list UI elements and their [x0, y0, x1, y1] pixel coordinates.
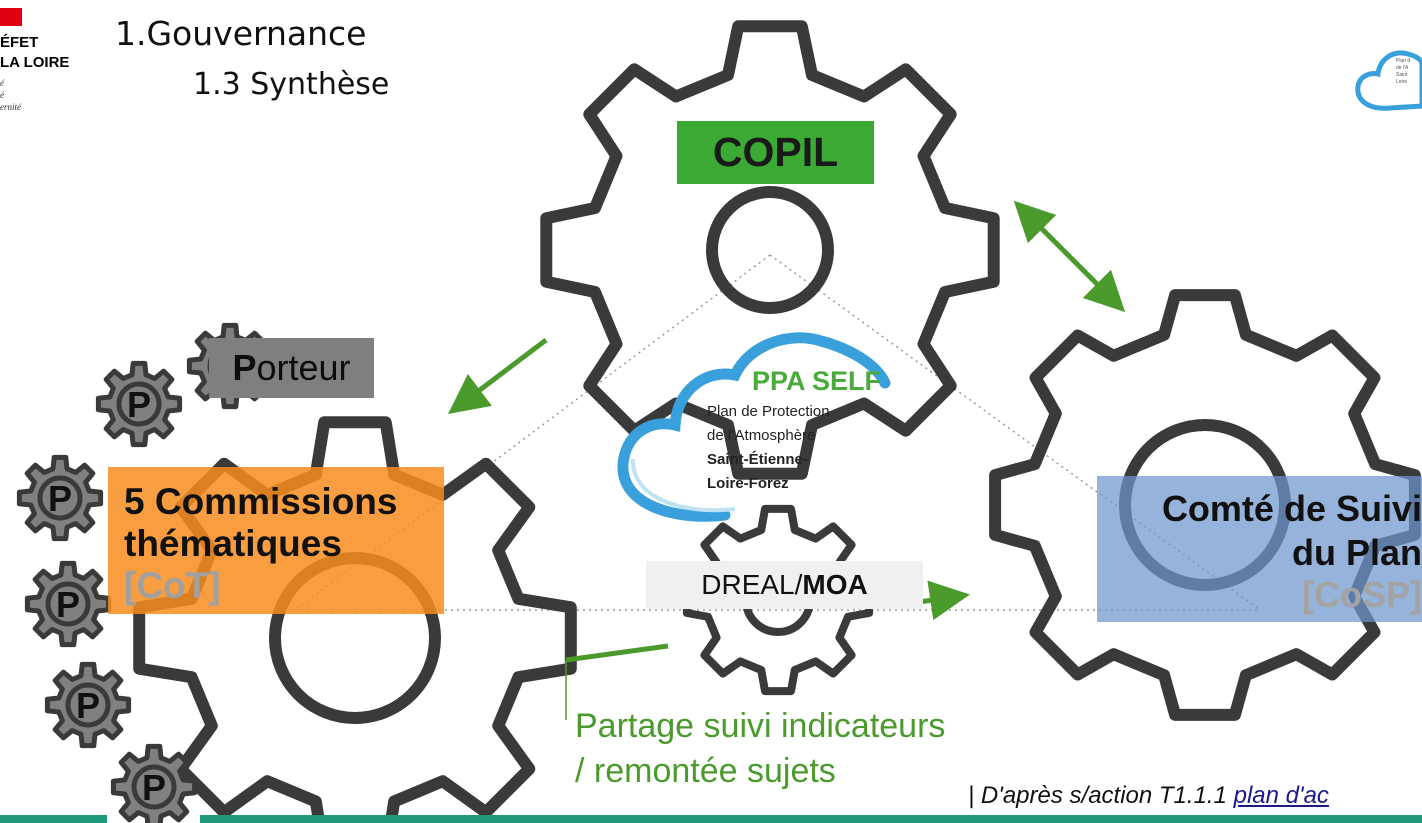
- prefecture-logo-line-2: LA LOIRE: [0, 54, 70, 71]
- ppa-line-2: de l’Atmosphère: [707, 427, 816, 444]
- porteur-gear-label: P: [76, 685, 100, 726]
- commissions-line-1: 5 Commissions: [124, 481, 398, 522]
- ppa-small-logo-line-2: de l'A: [1396, 65, 1409, 71]
- porteur-p-gear-icon-4-hole: [65, 682, 111, 728]
- ppa-line-1: Plan de Protection: [707, 403, 830, 420]
- porteur-gear-label: P: [56, 584, 80, 625]
- porteur-p-gear-icon-1-hole: [116, 381, 162, 427]
- bottom-bar-right: [200, 815, 1422, 823]
- copil-label: COPIL: [677, 121, 874, 184]
- commissions-acronym: [CoT]: [124, 565, 221, 606]
- prefecture-logo-line-1: ÉFET: [0, 34, 39, 51]
- porteur-p-gear-icon-3-hole: [45, 581, 91, 627]
- copil-gear-icon: [540, 20, 1000, 480]
- source-prefix: | D'après s/action T1.1.1: [968, 782, 1234, 809]
- porteur-p-gear-icon-4: P: [44, 661, 132, 749]
- porteur-gear-label: P: [48, 478, 72, 519]
- dreal-moa-label: DREAL/MOA: [646, 561, 923, 609]
- porteur-p-gear-icon-5: P: [110, 743, 198, 823]
- porteur-p-gear-icon-1: P: [95, 360, 183, 448]
- porteur-initial: P: [232, 347, 257, 388]
- porteur-p-gear-icon-2: P: [16, 454, 104, 542]
- comite-acronym: [CoSP]: [1302, 574, 1422, 615]
- porteur-p-gear-icon-3: P: [24, 560, 112, 648]
- source-note: | D'après s/action T1.1.1 plan d'ac: [968, 782, 1329, 810]
- ppa-small-logo-line-3: Saint: [1396, 72, 1408, 78]
- porteur-p-gear-icon-2-body: [16, 454, 104, 542]
- porteur-p-gear-icon-2-hole: [37, 475, 83, 521]
- prefecture-flag-icon: [0, 8, 22, 26]
- comite-line-2: du Plan: [1291, 532, 1422, 573]
- comite-line-1: Comté de Suivi: [1161, 488, 1422, 529]
- commissions-label: 5 Commissions thématiques [CoT]: [108, 467, 444, 614]
- cosp-gear-icon-body: [989, 289, 1421, 721]
- comite-suivi-label: Comté de Suivi du Plan [CoSP]: [1097, 476, 1422, 622]
- porteur-p-gear-icon-3-body: [24, 560, 112, 648]
- page-title: 1.Gouvernance: [115, 14, 367, 53]
- arrow-copil-to-commissions: [448, 338, 548, 415]
- ppa-small-logo-line-4: Loire: [1396, 79, 1408, 85]
- prefecture-motto-2: é: [0, 90, 4, 100]
- feedback-line: [565, 643, 669, 663]
- copil-gear-icon-hole: [706, 186, 834, 314]
- porteur-rest: orteur: [256, 347, 351, 388]
- ppa-title: PPA SELF: [752, 366, 882, 396]
- bottom-bar-left: [0, 815, 107, 823]
- dreal-moa-bold: MOA: [802, 569, 868, 600]
- porteur-gear-label: P: [127, 384, 151, 425]
- porteur-p-gear-icon-4-body: [44, 661, 132, 749]
- dreal-prefix: DREAL/: [701, 569, 803, 600]
- copil-gear-icon-body: [540, 20, 1000, 480]
- ppa-line-3: Saint-Étienne-: [707, 451, 808, 468]
- ppa-small-logo: Plan d de l'A Saint Loire: [1350, 40, 1422, 120]
- porteur-p-gear-icon-1-body: [95, 360, 183, 448]
- ppa-small-logo-line-1: Plan d: [1396, 58, 1411, 64]
- prefecture-motto-3: ernité: [0, 102, 21, 112]
- flow-label-line-1: Partage suivi indicateurs: [575, 707, 946, 745]
- action-plan-link[interactable]: plan d'ac: [1233, 782, 1329, 809]
- arrow-copil-cosp-bidirectional: [1013, 200, 1126, 313]
- page-subtitle: 1.3 Synthèse: [193, 67, 390, 102]
- commissions-line-2: thématiques: [124, 523, 342, 564]
- ppa-cloud-icon: [617, 332, 891, 522]
- flow-label-line-2: / remontée sujets: [575, 752, 836, 790]
- porteur-p-gear-icon-5-body: [110, 743, 198, 823]
- porteur-p-gear-icon-5-hole: [131, 764, 177, 810]
- porteur-gear-label: P: [142, 767, 166, 808]
- cloud-icon: [1355, 50, 1422, 111]
- prefecture-logo: ÉFET LA LOIRE é é ernité: [0, 0, 110, 130]
- prefecture-motto-1: é: [0, 78, 4, 88]
- ppa-line-4: Loire-Forez: [707, 475, 789, 492]
